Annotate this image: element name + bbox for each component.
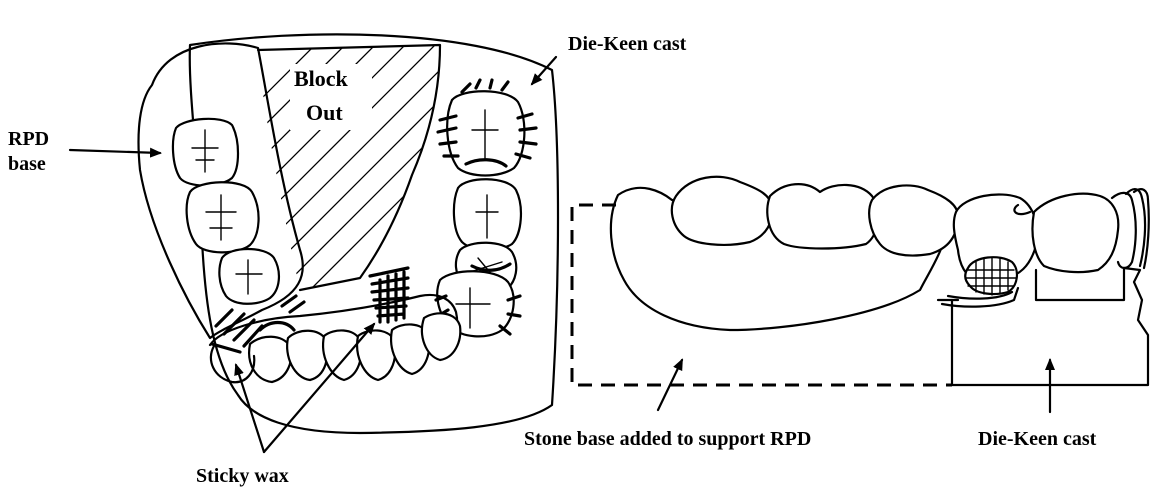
tooth [248,335,293,384]
stone-base-label: Stone base added to support RPD [524,428,811,450]
side-view [570,175,1150,414]
tooth [1031,192,1120,274]
tooth [670,175,774,246]
tooth [218,248,280,305]
die-keen-cast-block [950,266,1150,387]
stone-base-dashed-outline [570,203,952,387]
die-keen-top-arrow [530,55,558,86]
left-posterior-teeth [171,117,280,305]
rpd-base-outline [137,42,304,340]
tooth [390,323,431,376]
block-out-label-line1: Block [294,66,349,91]
block-out-label-line2: Out [306,100,343,125]
tooth [322,329,363,382]
sticky-wax-arrow-right [262,322,376,454]
rpd-base-arrow [68,147,162,158]
sticky-wax-label: Sticky wax [196,465,289,487]
sticky-wax-arrow-left [234,363,266,454]
tooth [286,329,329,382]
tooth [185,181,260,254]
tooth [446,90,526,177]
occlusal-rest-grid [936,256,1020,308]
tooth [766,183,880,250]
die-keen-cast-label-right: Die-Keen cast [978,428,1097,450]
anterior-teeth [208,293,462,384]
occlusal-view [68,33,560,454]
stone-base-arrow [656,358,684,412]
tooth [868,184,960,257]
rpd-base-label-line2: base [8,153,46,175]
rpd-base-label-line1: RPD [8,128,49,150]
right-posterior-teeth [434,78,538,338]
die-keen-cast-label-top: Die-Keen cast [568,33,687,55]
sticky-wax-marks [210,266,410,354]
tooth [420,312,462,362]
block-out-area [256,43,442,292]
tooth [356,329,397,382]
